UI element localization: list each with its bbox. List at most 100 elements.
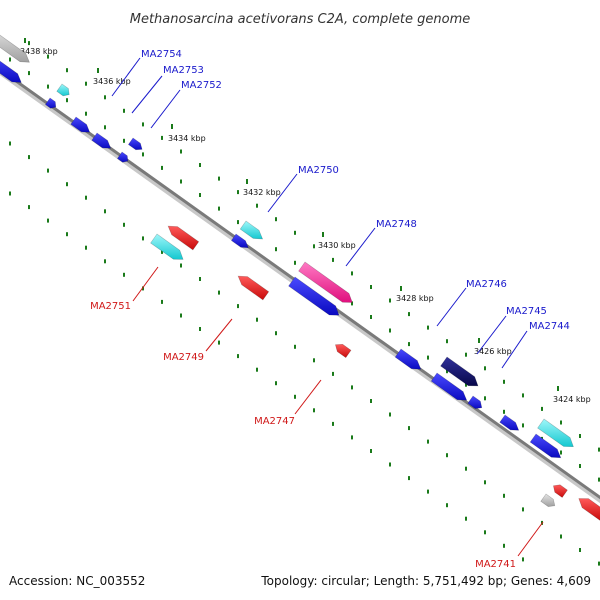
track-dot	[522, 507, 524, 512]
track-dot	[28, 41, 30, 46]
track-dot	[199, 193, 201, 197]
gene-arrow[interactable]	[0, 54, 22, 83]
track-dot	[370, 315, 372, 319]
track-dot	[351, 385, 353, 390]
track-dot	[275, 381, 277, 386]
gene-label-ma2749[interactable]: MA2749	[163, 352, 204, 363]
gene-arrow[interactable]	[553, 484, 568, 498]
gene-label-ma2750[interactable]: MA2750	[298, 165, 339, 176]
track-dot	[408, 342, 410, 347]
track-dot	[28, 155, 30, 160]
gene-arrow[interactable]	[298, 261, 353, 303]
track-dot	[104, 209, 106, 214]
gene-label-ma2744[interactable]: MA2744	[529, 321, 570, 332]
track-dot	[446, 339, 448, 344]
track-dot	[47, 54, 49, 59]
tick-mark	[557, 386, 559, 391]
track-dot	[256, 317, 258, 322]
gene-arrow[interactable]	[288, 276, 340, 316]
gene-arrow[interactable]	[230, 233, 249, 249]
gene-label-ma2751[interactable]: MA2751	[90, 301, 131, 312]
track-dot	[85, 111, 87, 116]
gene-arrow[interactable]	[167, 225, 200, 251]
gene-arrow[interactable]	[440, 356, 479, 387]
track-dot	[522, 557, 524, 562]
gene-label-ma2746[interactable]: MA2746	[466, 279, 507, 290]
track-dot	[389, 298, 391, 303]
gene-arrow[interactable]	[44, 97, 57, 109]
gene-arrow[interactable]	[56, 83, 70, 97]
track-dot	[104, 95, 106, 100]
tick-mark	[400, 286, 402, 291]
leader-line	[205, 318, 233, 352]
track-dot	[427, 489, 429, 494]
track-dot	[161, 165, 163, 170]
track-dot	[9, 141, 11, 146]
track-dot	[199, 277, 201, 281]
gene-arrow[interactable]	[239, 220, 264, 240]
track-dot	[123, 222, 125, 227]
track-dot	[579, 464, 581, 468]
track-dot	[294, 230, 296, 235]
gene-label-ma2752[interactable]: MA2752	[181, 80, 222, 91]
tick-mark	[246, 179, 248, 184]
gene-arrow[interactable]	[150, 233, 184, 260]
gene-arrow[interactable]	[537, 418, 574, 448]
leader-line	[111, 57, 141, 97]
gene-label-ma2747[interactable]: MA2747	[254, 416, 295, 427]
gene-arrow[interactable]	[0, 28, 30, 63]
track-dot	[180, 263, 182, 268]
leader-line	[131, 75, 163, 114]
leader-lines	[111, 57, 544, 557]
track-dot	[218, 290, 220, 295]
track-dot	[484, 530, 486, 535]
track-dot	[199, 163, 201, 167]
track-dot	[427, 325, 429, 330]
track-dot	[28, 205, 30, 210]
gene-label-ma2753[interactable]: MA2753	[163, 65, 204, 76]
track-dot	[180, 149, 182, 154]
gene-arrow[interactable]	[529, 433, 562, 459]
track-dot	[560, 450, 562, 455]
track-dot	[389, 412, 391, 417]
gene-arrow[interactable]	[394, 348, 422, 370]
track-dot	[66, 68, 68, 73]
track-dot	[85, 81, 87, 86]
gene-arrow[interactable]	[70, 116, 91, 133]
track-dot	[332, 371, 334, 376]
gene-arrow[interactable]	[430, 372, 468, 401]
gene-arrow[interactable]	[237, 275, 270, 301]
gene-label-ma2741[interactable]: MA2741	[475, 559, 516, 570]
gene-label-ma2745[interactable]: MA2745	[506, 306, 547, 317]
gene-arrow[interactable]	[540, 493, 556, 507]
gene-arrow[interactable]	[116, 151, 129, 163]
track-dot	[237, 354, 239, 359]
gene-arrow[interactable]	[499, 414, 520, 431]
track-dot	[598, 561, 600, 566]
gene-arrow[interactable]	[127, 137, 143, 151]
track-dot	[465, 466, 467, 471]
gene-labels: MA2754 MA2753 MA2752 MA2750 MA2748 MA274…	[90, 49, 570, 570]
gene-label-ma2754[interactable]: MA2754	[141, 49, 182, 60]
gene-label-ma2748[interactable]: MA2748	[376, 219, 417, 230]
leader-line	[345, 227, 376, 267]
gene-arrow[interactable]	[91, 132, 112, 149]
track-dot	[161, 249, 163, 254]
track-dot	[598, 477, 600, 482]
gene-arrow[interactable]	[578, 498, 600, 521]
track-dot	[142, 152, 144, 157]
gene-arrow[interactable]	[335, 343, 352, 359]
leader-line	[517, 521, 544, 557]
tick-mark	[97, 68, 99, 73]
track-dot	[503, 409, 505, 414]
track-dot	[503, 543, 505, 548]
track-dot	[294, 394, 296, 399]
leader-line	[132, 266, 159, 302]
track-dot	[351, 271, 353, 276]
track-dot	[47, 218, 49, 223]
gene-arrow[interactable]	[467, 395, 483, 409]
tick-label: 3426 kbp	[474, 347, 512, 356]
tick-label: 3428 kbp	[396, 294, 434, 303]
track-dot	[522, 423, 524, 428]
leader-line	[267, 173, 298, 213]
